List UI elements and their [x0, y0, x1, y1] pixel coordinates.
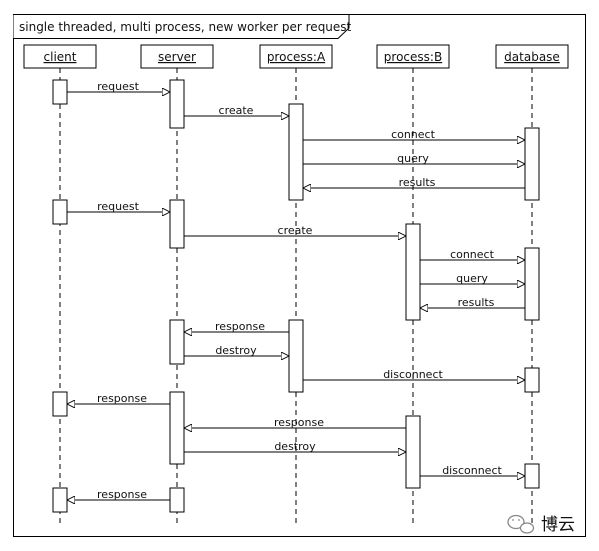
message-label: connect — [391, 128, 436, 141]
diagram-frame — [13, 14, 586, 537]
frame-title-tab — [13, 14, 350, 39]
activation-processB-1 — [405, 223, 421, 321]
participant-label: process:A — [267, 50, 326, 64]
activation-server-5 — [169, 487, 185, 513]
activation-bars — [52, 79, 540, 513]
frame-title: single threaded, multi process, new work… — [19, 20, 352, 34]
activation-database-3 — [524, 367, 540, 393]
activation-processB-2 — [405, 415, 421, 489]
message-label: connect — [450, 248, 495, 261]
activation-database-1 — [524, 127, 540, 201]
activation-client-3 — [52, 391, 68, 417]
participant-processB: process:B — [376, 44, 450, 69]
message-label: response — [97, 392, 147, 405]
message-label: create — [278, 224, 313, 237]
activation-server-1 — [169, 79, 185, 129]
wechat-icon — [507, 514, 535, 534]
message-label: request — [97, 80, 140, 93]
activation-database-4 — [524, 463, 540, 489]
participant-server: server — [140, 44, 214, 69]
message-label: results — [399, 176, 436, 189]
activation-client-1 — [52, 79, 68, 105]
participant-database: database — [495, 44, 569, 69]
activation-client-2 — [52, 199, 68, 225]
message-label: query — [456, 272, 488, 285]
activation-client-4 — [52, 487, 68, 513]
message-label: disconnect — [383, 368, 443, 381]
participant-client: client — [23, 44, 97, 69]
participant-label: server — [158, 50, 196, 64]
message-label: response — [97, 488, 147, 501]
watermark: 博云 — [507, 514, 575, 535]
activation-server-4 — [169, 391, 185, 465]
message-label: create — [219, 104, 254, 117]
watermark-text: 博云 — [541, 515, 575, 535]
message-label: query — [397, 152, 429, 165]
message-label: destroy — [215, 344, 257, 357]
message-label: response — [215, 320, 265, 333]
message-label: disconnect — [442, 464, 502, 477]
activation-server-2 — [169, 199, 185, 249]
activation-database-2 — [524, 247, 540, 321]
message-label: response — [274, 416, 324, 429]
message-labels: request create connect query results req… — [97, 80, 502, 501]
participant-label: database — [504, 50, 560, 64]
message-label: results — [458, 296, 495, 309]
activation-processA-1 — [288, 103, 304, 201]
participant-processA: process:A — [259, 44, 333, 69]
participant-label: process:B — [384, 50, 442, 64]
message-label: request — [97, 200, 140, 213]
activation-processA-2 — [288, 319, 304, 393]
message-label: destroy — [274, 440, 316, 453]
activation-server-3 — [169, 319, 185, 365]
participant-label: client — [44, 50, 77, 64]
messages — [67, 92, 525, 500]
